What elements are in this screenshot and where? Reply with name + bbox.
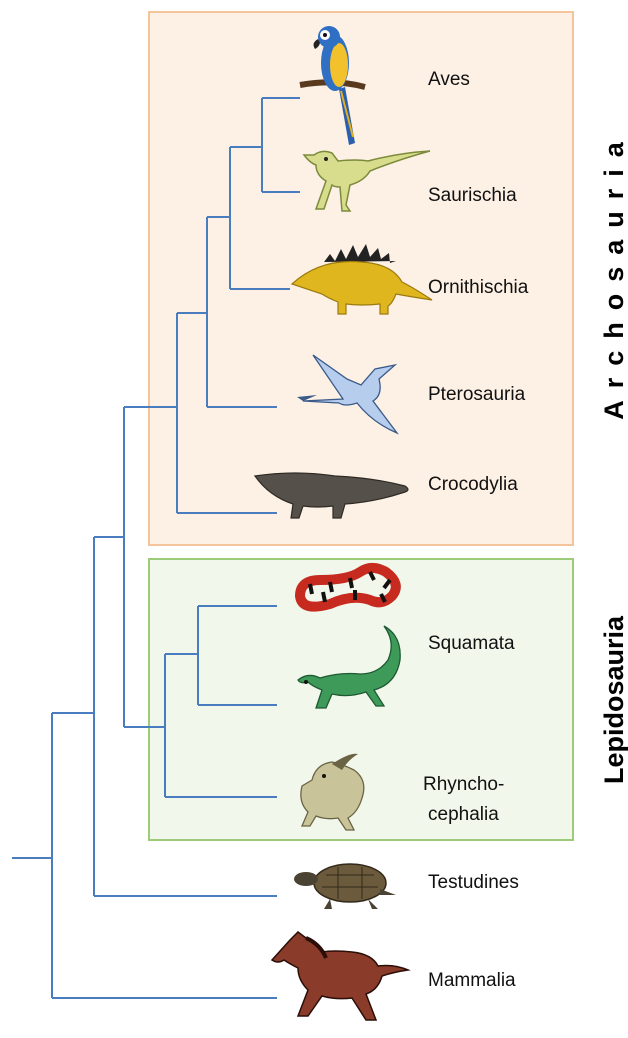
- turtle-icon: [294, 864, 396, 909]
- taxon-label-aves: Aves: [428, 69, 470, 90]
- horse-icon: [272, 932, 408, 1020]
- lepidosauria-label: Lepidosauria: [599, 615, 628, 784]
- taxon-label-rhynchocephalia-line1: Rhyncho-: [423, 774, 504, 795]
- archosauria-label: Archosauria: [599, 130, 628, 420]
- taxon-label-rhynchocephalia-line2: cephalia: [428, 804, 499, 825]
- taxon-label-testudines: Testudines: [428, 872, 519, 893]
- taxon-label-ornithischia: Ornithischia: [428, 277, 529, 298]
- taxon-label-crocodylia: Crocodylia: [428, 474, 518, 495]
- taxon-label-mammalia: Mammalia: [428, 970, 516, 991]
- taxon-label-squamata: Squamata: [428, 633, 515, 654]
- taxon-label-pterosauria: Pterosauria: [428, 384, 526, 405]
- taxon-label-saurischia: Saurischia: [428, 185, 517, 206]
